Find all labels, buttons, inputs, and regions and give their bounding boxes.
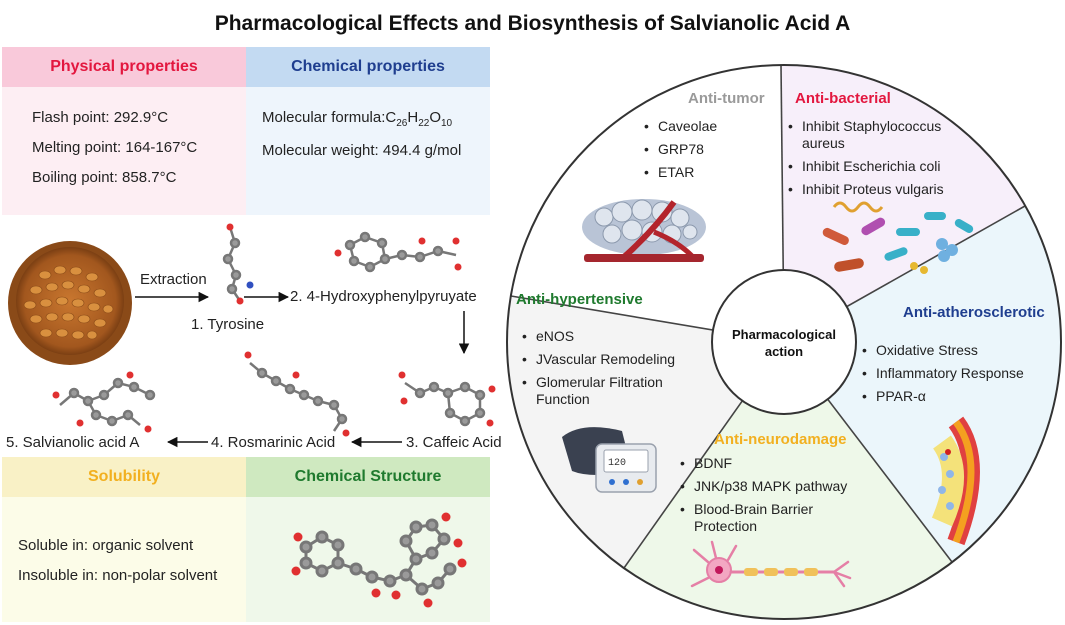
chemical-properties-panel: Chemical properties Molecular formula:C2… [246,47,490,215]
neuron-icon [690,540,852,588]
blood-pressure-monitor-icon: 120 [562,427,657,493]
antitumor-item: Caveolae [644,118,774,135]
physical-properties-panel: Physical properties Flash point: 292.9°C… [2,47,246,215]
biosynthesis-pathway [8,223,496,448]
bacteria-icon [822,201,974,274]
step2-label: 2. 4-Hydroxyphenylpyruyate [290,288,477,305]
antihypertensive-list: eNOS JVascular Remodeling Glomerular Fil… [522,328,697,414]
solubility-heading: Solubility [88,468,160,485]
soluble-in: Soluble in: organic solvent [18,537,194,554]
chemical-properties-heading: Chemical properties [291,58,445,75]
solubility-header: Solubility [2,457,246,497]
antibacterial-title: Anti-bacterial [795,90,891,107]
antihypertensive-item: JVascular Remodeling [522,351,697,368]
structure-molecule-icon [291,512,467,608]
antineurodamage-item: JNK/p38 MAPK pathway [680,478,880,495]
antibacterial-item: Inhibit Staphylococcus aureus [788,118,968,152]
chemical-structure-header: Chemical Structure [246,457,490,497]
flash-point: Flash point: 292.9°C [32,109,169,126]
physical-properties-heading: Physical properties [50,58,198,75]
antiatherosclerotic-list: Oxidative Stress Inflammatory Response P… [862,342,1042,411]
antineurodamage-title: Anti-neurodamage [714,431,847,448]
extraction-label: Extraction [140,271,207,288]
step3-label: 3. Caffeic Acid [406,434,502,451]
tyrosine-molecule-icon [222,223,254,305]
antitumor-list: Caveolae GRP78 ETAR [644,118,774,187]
svg-text:120: 120 [608,458,626,469]
antibacterial-item: Inhibit Proteus vulgaris [788,181,968,198]
molecular-formula: Molecular formula:C26H22O10 [262,109,453,129]
physical-properties-header: Physical properties [2,47,246,87]
antineurodamage-item: BDNF [680,455,880,472]
solubility-panel: Solubility Soluble in: organic solvent I… [2,457,246,622]
antitumor-item: ETAR [644,164,774,181]
antineurodamage-item: Blood-Brain Barrier Protection [680,501,830,535]
pharmacological-action-label: Pharmacological action [731,327,837,359]
antineurodamage-list: BDNF JNK/p38 MAPK pathway Blood-Brain Ba… [680,455,880,541]
antiatherosclerotic-sector [784,206,1061,562]
boiling-point: Boiling point: 858.7°C [32,169,177,186]
rosmarinic-acid-molecule-icon [244,351,350,437]
bowl-of-seeds-icon [8,241,132,365]
chemical-structure-heading: Chemical Structure [294,468,442,485]
center-circle [711,269,857,415]
antiatherosclerotic-title: Anti-atherosclerotic [903,304,1045,321]
molecular-weight: Molecular weight: 494.4 g/mol [262,142,462,159]
salvianolic-acid-molecule-icon [52,371,156,433]
antihypertensive-item: eNOS [522,328,697,345]
chemical-properties-header: Chemical properties [246,47,490,87]
chemical-structure-panel: Chemical Structure [246,457,490,622]
antibacterial-list: Inhibit Staphylococcus aureus Inhibit Es… [788,118,968,204]
tumor-cluster-icon [582,199,706,262]
caffeic-acid-molecule-icon [398,371,496,427]
insoluble-in: Insoluble in: non-polar solvent [18,567,218,584]
step1-label: 1. Tyrosine [191,316,265,333]
artery-plaque-icon [931,416,980,546]
step4-label: 4. Rosmarinic Acid [211,434,336,451]
antiatherosclerotic-item: Oxidative Stress [862,342,1042,359]
figure-title: Pharmacological Effects and Biosynthesis… [214,12,851,35]
step5-label: 5. Salvianolic acid A [6,434,140,451]
antibacterial-item: Inhibit Escherichia coli [788,158,968,175]
antiatherosclerotic-item: Inflammatory Response [862,365,1042,382]
hydroxyphenylpyruvate-molecule-icon [334,231,462,273]
antitumor-title: Anti-tumor [688,90,765,107]
antihypertensive-title: Anti-hypertensive [516,291,643,308]
antitumor-item: GRP78 [644,141,774,158]
antihypertensive-item: Glomerular Filtration Function [522,374,682,408]
melting-point: Melting point: 164-167°C [32,139,198,156]
antiatherosclerotic-item: PPAR-α [862,388,1042,405]
